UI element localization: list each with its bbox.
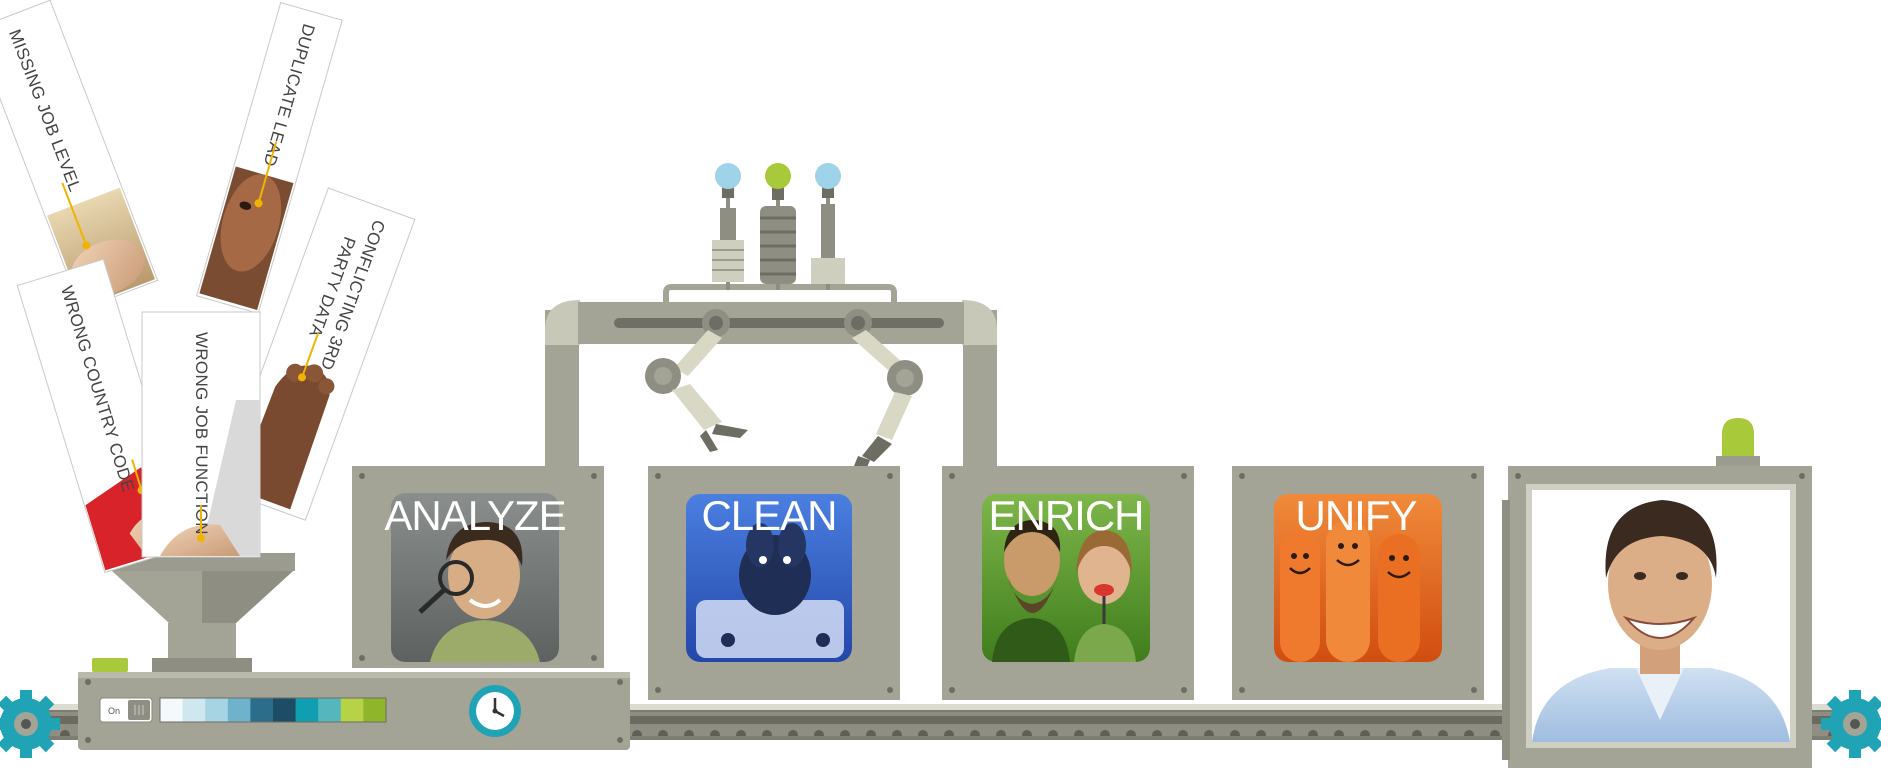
bulb-2-icon: [760, 163, 796, 290]
overhead-frame: [545, 284, 997, 468]
bulb-1-icon: [712, 163, 744, 290]
unify-photo: [1280, 520, 1420, 662]
left-robot-arm: [645, 309, 748, 452]
palette-swatch: [182, 698, 206, 722]
clean-photo: [696, 523, 844, 658]
palette-swatch: [250, 698, 274, 722]
station-label-unify: UNIFY: [1296, 492, 1418, 539]
palette-swatch: [340, 698, 364, 722]
station-unify: UNIFY: [1232, 466, 1484, 700]
error-card-wrong-job-function: WRONG JOB FUNCTION: [141, 311, 261, 558]
right-gear-icon: [1821, 690, 1881, 758]
error-card-duplicate-lead: DUPLICATE LEAD: [196, 1, 343, 315]
error-card-missing-job-level: MISSING JOB LEVEL: [0, 0, 159, 311]
enrich-photo: [992, 520, 1136, 662]
color-palette-strip: [159, 697, 387, 723]
station-label-enrich: ENRICH: [988, 492, 1143, 539]
output-indicator-icon: [1722, 418, 1754, 458]
palette-frame: [159, 697, 387, 723]
palette-swatch: [363, 698, 387, 722]
clock-icon: [469, 685, 521, 737]
palette-swatch: [160, 698, 183, 722]
palette-swatch: [205, 698, 229, 722]
left-gear-icon: [0, 690, 60, 758]
control-panel: On: [78, 658, 630, 750]
station-enrich: ENRICH: [942, 466, 1194, 700]
palette-swatch: [273, 698, 296, 722]
analyze-photo: [418, 522, 540, 662]
station-label-analyze: ANALYZE: [384, 492, 565, 539]
bulb-3-icon: [811, 163, 845, 290]
output-portrait-photo: [1532, 500, 1790, 742]
palette-swatch: [227, 698, 251, 722]
station-label-clean: CLEAN: [701, 492, 836, 539]
power-switch-label: On: [108, 706, 120, 716]
status-light-icon: [92, 658, 128, 672]
power-switch[interactable]: On: [99, 697, 153, 723]
palette-swatch: [295, 698, 319, 722]
right-robot-arm: [844, 309, 923, 470]
card-label-wrong-job-function: WRONG JOB FUNCTION: [192, 332, 211, 535]
station-clean: CLEAN: [648, 466, 900, 700]
station-analyze: ANALYZE: [352, 466, 604, 668]
output-station: [1502, 418, 1812, 768]
palette-swatch: [318, 698, 342, 722]
hopper: [110, 553, 295, 672]
